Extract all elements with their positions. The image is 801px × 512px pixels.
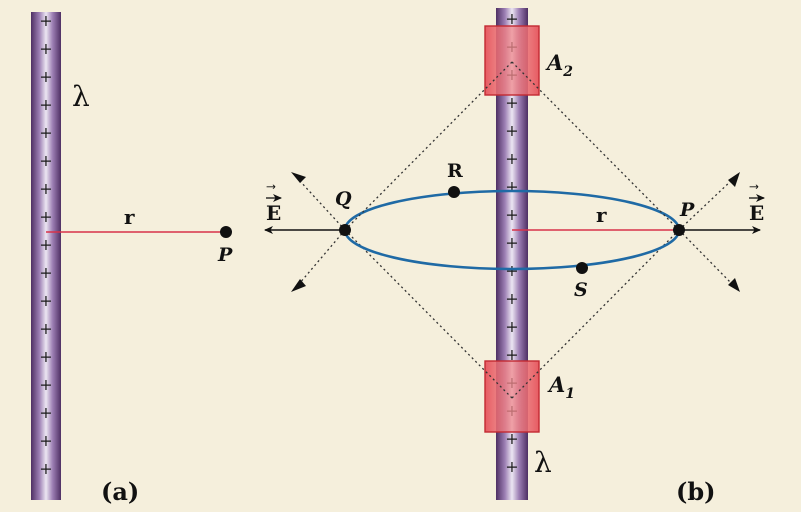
plus-sign: + xyxy=(505,121,518,140)
plus-sign: + xyxy=(505,261,518,280)
plus-sign: + xyxy=(39,291,52,310)
plus-sign: + xyxy=(39,207,52,226)
plus-sign: + xyxy=(39,235,52,254)
plus-sign: + xyxy=(505,289,518,308)
plus-sign: + xyxy=(39,459,52,478)
charge-element-a2 xyxy=(484,25,540,96)
plus-sign: + xyxy=(39,319,52,338)
plus-sign: + xyxy=(39,39,52,58)
element-a1-label: A1 xyxy=(547,372,575,402)
plus-sign: + xyxy=(505,9,518,28)
field-label-left: E xyxy=(266,201,281,225)
plus-sign: + xyxy=(39,123,52,142)
plus-sign: + xyxy=(505,233,518,252)
plus-sign: + xyxy=(505,93,518,112)
point-q-label: Q xyxy=(335,188,352,210)
plus-sign: + xyxy=(505,345,518,364)
arrowhead-p-up xyxy=(728,172,740,187)
arrowhead-q-up xyxy=(291,172,306,183)
element-a1-subscript: 1 xyxy=(565,386,575,402)
field-vector-accent-left: ⃗ xyxy=(266,184,276,189)
element-a2-label: A2 xyxy=(545,50,573,80)
point-r xyxy=(448,186,460,198)
field-component-arrows xyxy=(291,172,740,292)
gaussian-circle-back xyxy=(343,189,681,231)
plus-sign: + xyxy=(39,347,52,366)
point-s-label: S xyxy=(574,279,588,301)
point-s xyxy=(576,262,588,274)
plus-sign: + xyxy=(39,67,52,86)
charge-density-label-a: λ xyxy=(72,80,90,113)
point-p-b xyxy=(673,224,685,236)
element-a2-subscript: 2 xyxy=(562,64,573,80)
charge-density-label-b: λ xyxy=(534,446,552,479)
gaussian-circle-front xyxy=(343,229,681,271)
plus-sign: + xyxy=(505,429,518,448)
plus-sign: + xyxy=(39,375,52,394)
field-vector-accent-right: ⃗ xyxy=(749,184,759,189)
field-label-right: E xyxy=(749,201,764,225)
plus-sign: + xyxy=(39,263,52,282)
plus-sign: + xyxy=(39,11,52,30)
panel-a: + + + + + + + + + + + + + + + + + λ r P (a) xyxy=(31,11,233,506)
plus-sign: + xyxy=(505,149,518,168)
plus-sign: + xyxy=(39,179,52,198)
point-q xyxy=(339,224,351,236)
arrowhead-p-down xyxy=(728,278,740,292)
plus-sign: + xyxy=(39,95,52,114)
plus-signs-a: + + + + + + + + + + + + + + + + + xyxy=(39,11,52,478)
plus-sign: + xyxy=(505,205,518,224)
point-r-label: R xyxy=(447,160,463,182)
charge-element-a1 xyxy=(484,360,540,433)
plus-sign: + xyxy=(39,431,52,450)
arrowhead-q-down xyxy=(291,279,306,292)
distance-label-a: r xyxy=(124,205,135,229)
plus-sign: + xyxy=(39,403,52,422)
panel-label-b: (b) xyxy=(676,477,716,506)
plus-sign: + xyxy=(39,151,52,170)
point-p-label-a: P xyxy=(217,244,233,266)
distance-label-b: r xyxy=(596,203,607,227)
plus-sign: + xyxy=(505,177,518,196)
panel-label-a: (a) xyxy=(101,477,139,506)
panel-b: +++++++++++++++++ r xyxy=(264,8,765,506)
plus-sign: + xyxy=(505,457,518,476)
plus-sign: + xyxy=(505,317,518,336)
dotted-construction-lines xyxy=(298,61,733,399)
line-charge-wire-a xyxy=(31,12,61,500)
point-p-label-b: P xyxy=(679,199,695,221)
point-p-a xyxy=(220,226,232,238)
